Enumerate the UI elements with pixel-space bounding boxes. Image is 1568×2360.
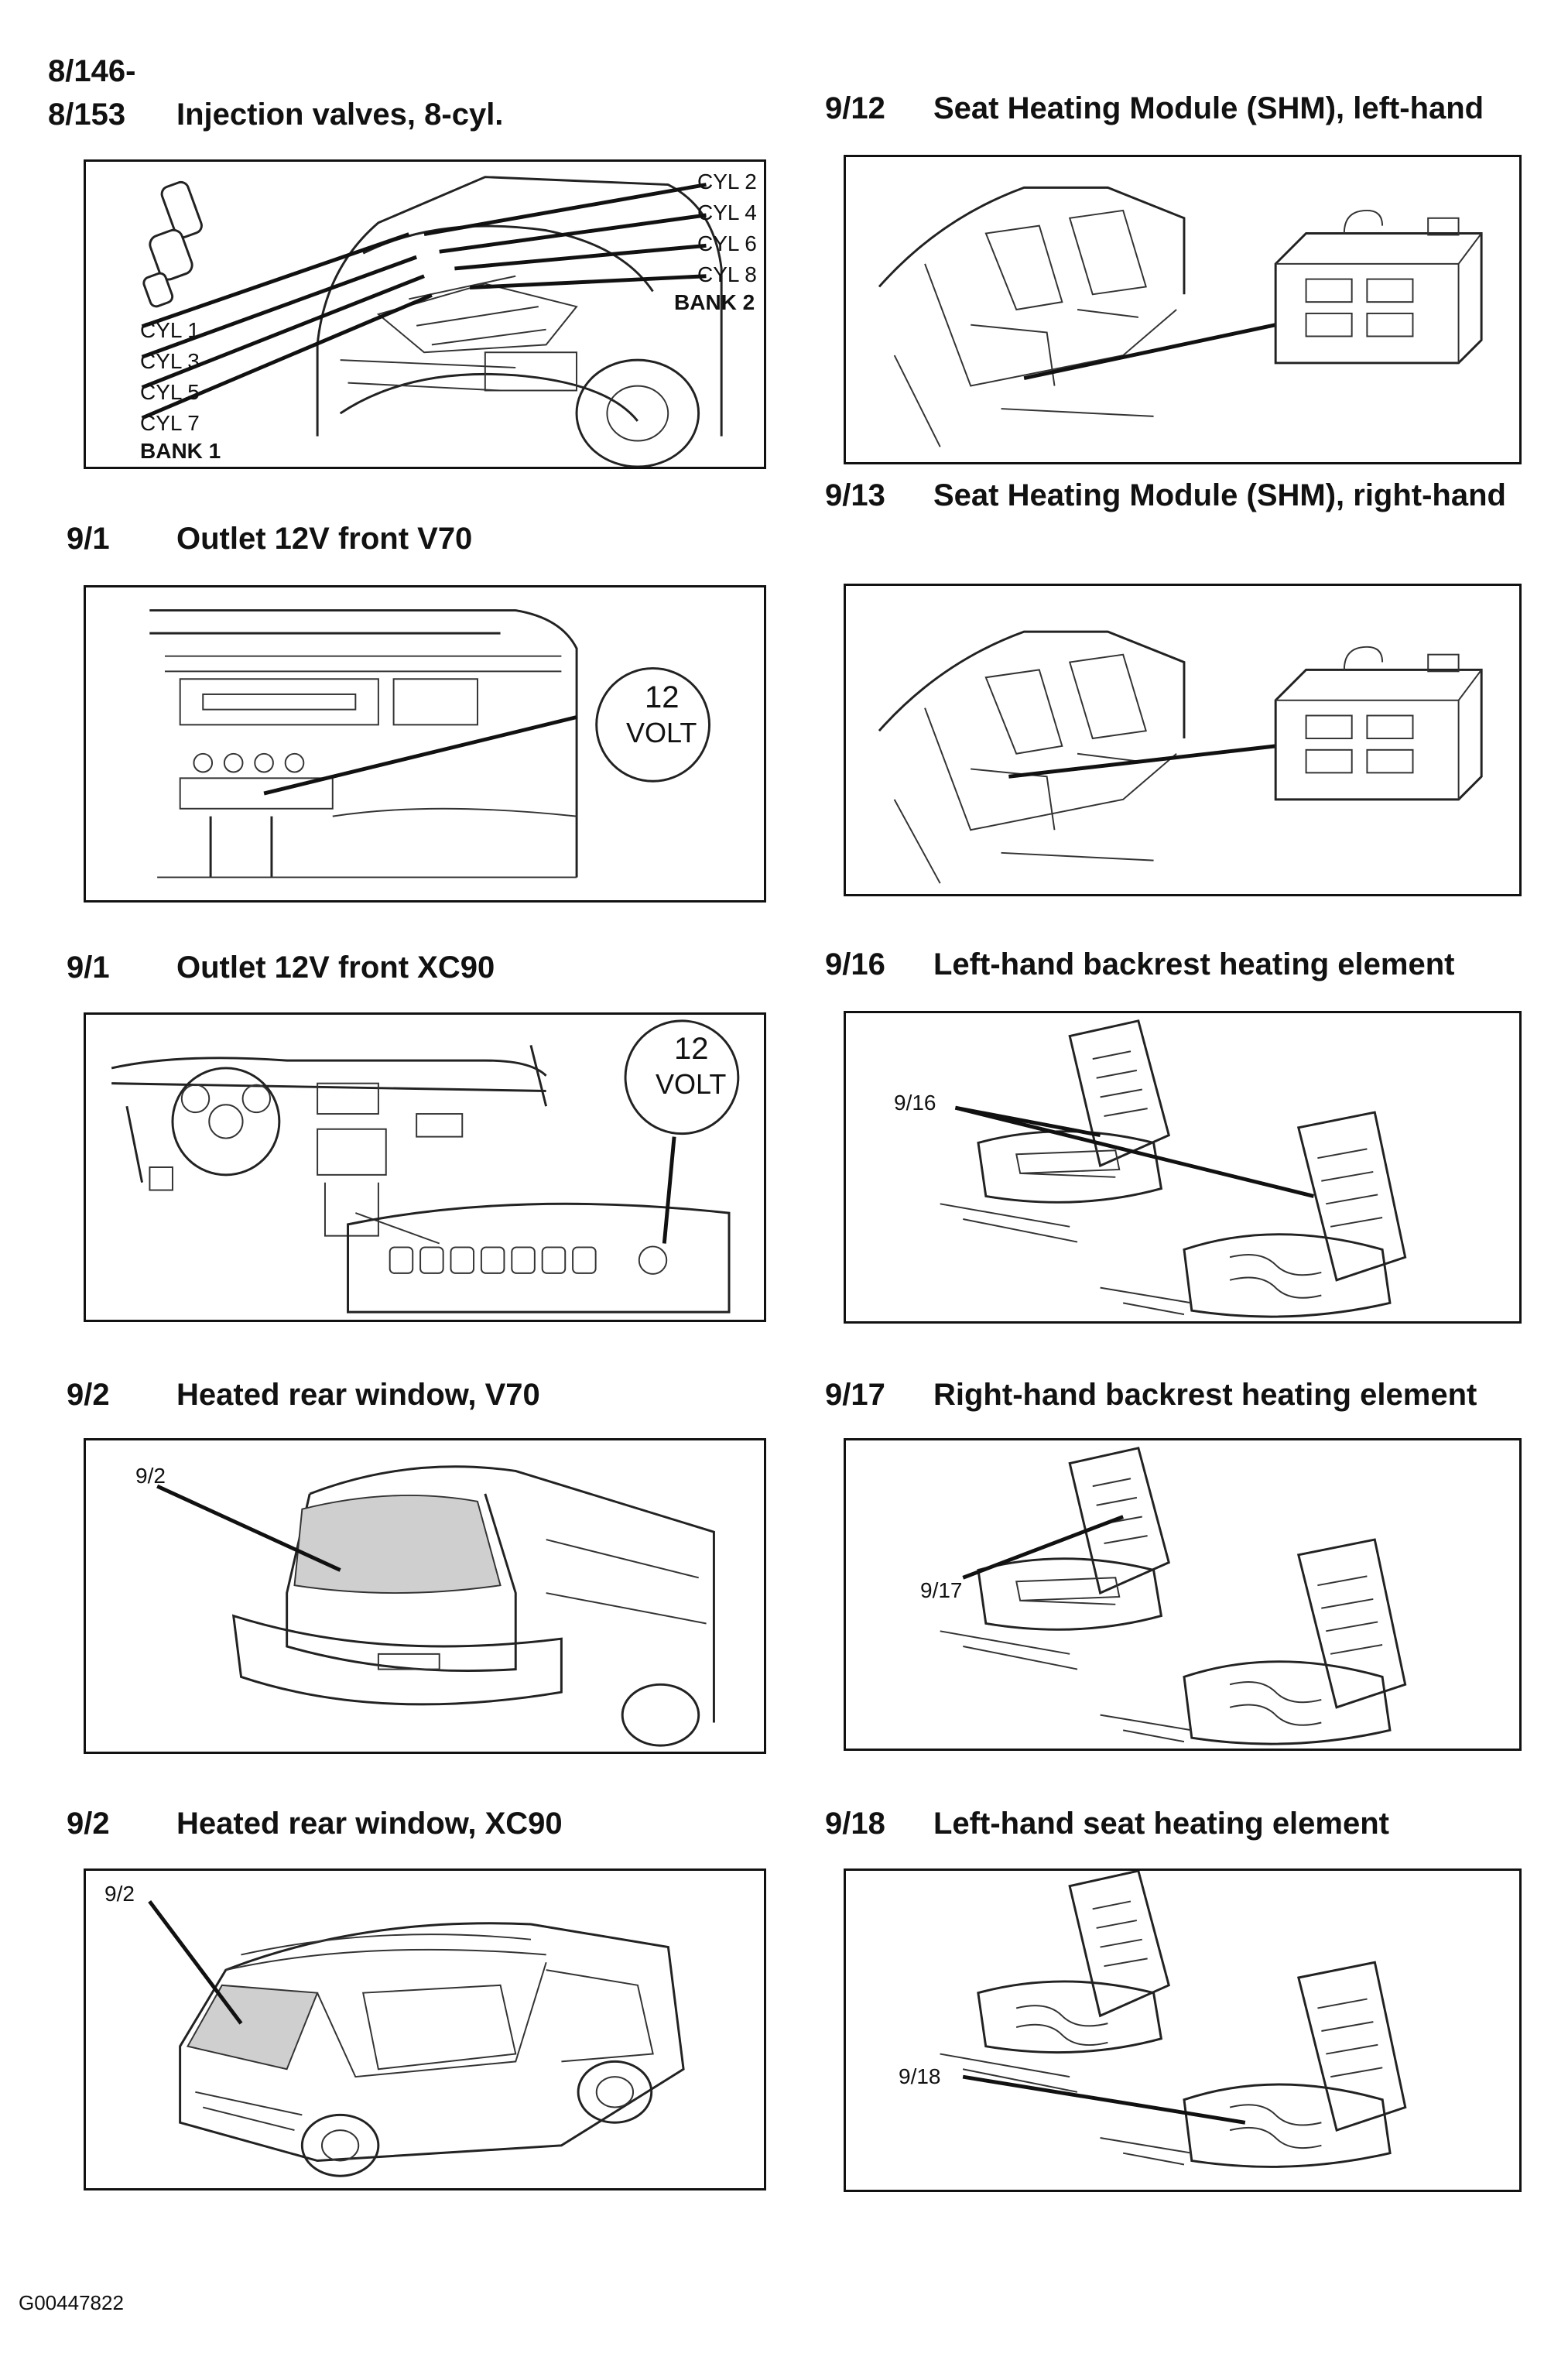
section-header-shm-right: 9/13 Seat Heating Module (SHM), right-ha… bbox=[825, 475, 1553, 560]
figure-backrest-left: 9/16 bbox=[844, 1011, 1522, 1324]
section-header-outlet-xc90: 9/1 Outlet 12V front XC90 bbox=[67, 947, 763, 991]
section-code: 9/12 bbox=[825, 91, 885, 125]
dashboard-xc90-illustration bbox=[111, 1019, 740, 1314]
label-cyl-6: CYL 6 bbox=[697, 231, 757, 255]
engine-bay-illustration bbox=[141, 176, 723, 467]
xc90-illustration bbox=[148, 1899, 685, 2177]
section-title: Outlet 12V front V70 bbox=[176, 522, 473, 556]
section-code: 9/17 bbox=[825, 1378, 885, 1412]
badge-volt: VOLT bbox=[626, 717, 697, 748]
figure-shm-right bbox=[844, 584, 1522, 896]
label-bank-1: BANK 1 bbox=[140, 439, 221, 463]
label-cyl-5: CYL 5 bbox=[140, 380, 200, 404]
section-code: 9/1 bbox=[67, 522, 110, 556]
section-title: Injection valves, 8-cyl. bbox=[176, 98, 504, 132]
shm-module-icon bbox=[1274, 209, 1483, 365]
section-header-shm-left: 9/12 Seat Heating Module (SHM), left-han… bbox=[825, 88, 1553, 132]
callout-9-2: 9/2 bbox=[135, 1464, 166, 1488]
document-id: G00447822 bbox=[19, 2291, 124, 2314]
seat-module-right-illustration bbox=[878, 630, 1483, 884]
section-code: 9/13 bbox=[825, 478, 885, 512]
section-title: Outlet 12V front XC90 bbox=[176, 951, 495, 985]
section-code: 8/153 bbox=[48, 98, 126, 132]
figure-outlet-xc90: 12 VOLT bbox=[84, 1012, 766, 1322]
section-title: Heated rear window, XC90 bbox=[176, 1807, 563, 1841]
section-code: 9/16 bbox=[825, 947, 885, 981]
section-title: Heated rear window, V70 bbox=[176, 1378, 540, 1412]
dashboard-v70-illustration bbox=[149, 609, 711, 879]
figure-injection-valves: CYL 1 CYL 3 CYL 5 CYL 7 BANK 1 CYL 2 CYL… bbox=[84, 159, 766, 469]
figure-rear-window-xc90: 9/2 bbox=[84, 1868, 766, 2190]
badge-volt: VOLT bbox=[656, 1068, 727, 1100]
seats-illustration bbox=[940, 1019, 1407, 1318]
section-code: 9/18 bbox=[825, 1807, 885, 1841]
figure-seat-left: 9/18 bbox=[844, 1868, 1522, 2192]
seat-module-left-illustration bbox=[878, 186, 1483, 447]
figure-outlet-v70: 12 VOLT bbox=[84, 585, 766, 903]
section-title: Right-hand backrest heating element bbox=[933, 1378, 1477, 1412]
v70-rear-illustration bbox=[156, 1465, 715, 1747]
section-title: Left-hand seat heating element bbox=[933, 1807, 1389, 1841]
badge-12: 12 bbox=[645, 680, 680, 714]
callout-9-16: 9/16 bbox=[894, 1091, 936, 1115]
section-title: Seat Heating Module (SHM), right-hand bbox=[933, 478, 1506, 512]
label-bank-2: BANK 2 bbox=[674, 290, 755, 314]
figure-rear-window-v70: 9/2 bbox=[84, 1438, 766, 1754]
section-code: 9/2 bbox=[67, 1807, 110, 1841]
section-header-backrest-right: 9/17 Right-hand backrest heating element bbox=[825, 1375, 1553, 1418]
section-code: 9/1 bbox=[67, 951, 110, 985]
section-header-rear-window-xc90: 9/2 Heated rear window, XC90 bbox=[67, 1803, 763, 1847]
label-cyl-8: CYL 8 bbox=[697, 262, 757, 286]
figure-backrest-right: 9/17 bbox=[844, 1438, 1522, 1751]
seats-illustration bbox=[940, 1871, 1407, 2168]
section-title: Left-hand backrest heating element bbox=[933, 947, 1455, 981]
section-header-injection-valves: 8/146- 8/153 Injection valves, 8-cyl. bbox=[48, 51, 745, 136]
label-cyl-7: CYL 7 bbox=[140, 411, 200, 435]
section-code: 9/2 bbox=[67, 1378, 110, 1412]
callout-9-17: 9/17 bbox=[920, 1578, 963, 1602]
shm-module-icon bbox=[1274, 646, 1483, 801]
section-header-seat-left: 9/18 Left-hand seat heating element bbox=[825, 1803, 1553, 1847]
section-header-outlet-v70: 9/1 Outlet 12V front V70 bbox=[67, 519, 763, 562]
figure-shm-left bbox=[844, 155, 1522, 464]
section-header-rear-window-v70: 9/2 Heated rear window, V70 bbox=[67, 1375, 763, 1418]
badge-12: 12 bbox=[674, 1032, 709, 1066]
seats-illustration bbox=[940, 1447, 1407, 1745]
label-cyl-2: CYL 2 bbox=[697, 170, 757, 194]
label-cyl-3: CYL 3 bbox=[140, 349, 200, 373]
label-cyl-1: CYL 1 bbox=[140, 318, 200, 342]
section-title: Seat Heating Module (SHM), left-hand bbox=[933, 91, 1484, 125]
injector-icon bbox=[142, 180, 203, 308]
callout-9-2: 9/2 bbox=[104, 1882, 135, 1906]
section-code: 8/146- bbox=[48, 54, 136, 88]
section-header-backrest-left: 9/16 Left-hand backrest heating element bbox=[825, 944, 1553, 988]
label-cyl-4: CYL 4 bbox=[697, 200, 757, 224]
callout-9-18: 9/18 bbox=[899, 2064, 941, 2088]
